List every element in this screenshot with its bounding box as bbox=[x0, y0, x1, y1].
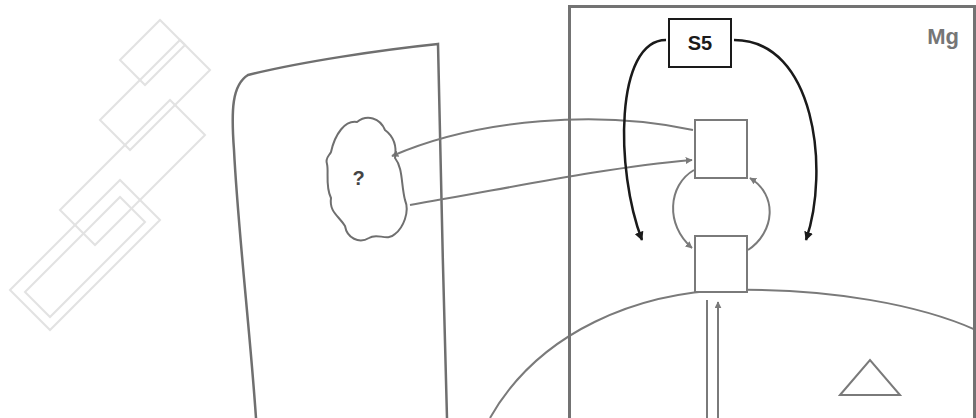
region-box: Mg S5 bbox=[568, 5, 976, 418]
arrow-line bbox=[410, 160, 692, 205]
watermark bbox=[10, 20, 210, 330]
control-arrow bbox=[624, 40, 666, 240]
input-arrow bbox=[717, 302, 719, 418]
arrow-line bbox=[392, 119, 693, 156]
process-box: S5 bbox=[668, 18, 732, 68]
control-arrow bbox=[734, 40, 816, 240]
feedback-arrow bbox=[673, 170, 694, 248]
feedback-arrow bbox=[748, 178, 770, 250]
empty-box bbox=[695, 236, 747, 292]
triangle-symbol bbox=[840, 360, 900, 395]
node-label: Mg bbox=[927, 24, 959, 50]
blob-outline bbox=[325, 112, 410, 244]
arc-line bbox=[490, 290, 976, 418]
blob-shape: ? bbox=[325, 112, 410, 244]
input-line bbox=[706, 300, 708, 418]
question-mark: ? bbox=[352, 167, 364, 190]
node-label: S5 bbox=[688, 32, 712, 55]
empty-box bbox=[695, 120, 747, 178]
body-outline bbox=[233, 44, 447, 418]
